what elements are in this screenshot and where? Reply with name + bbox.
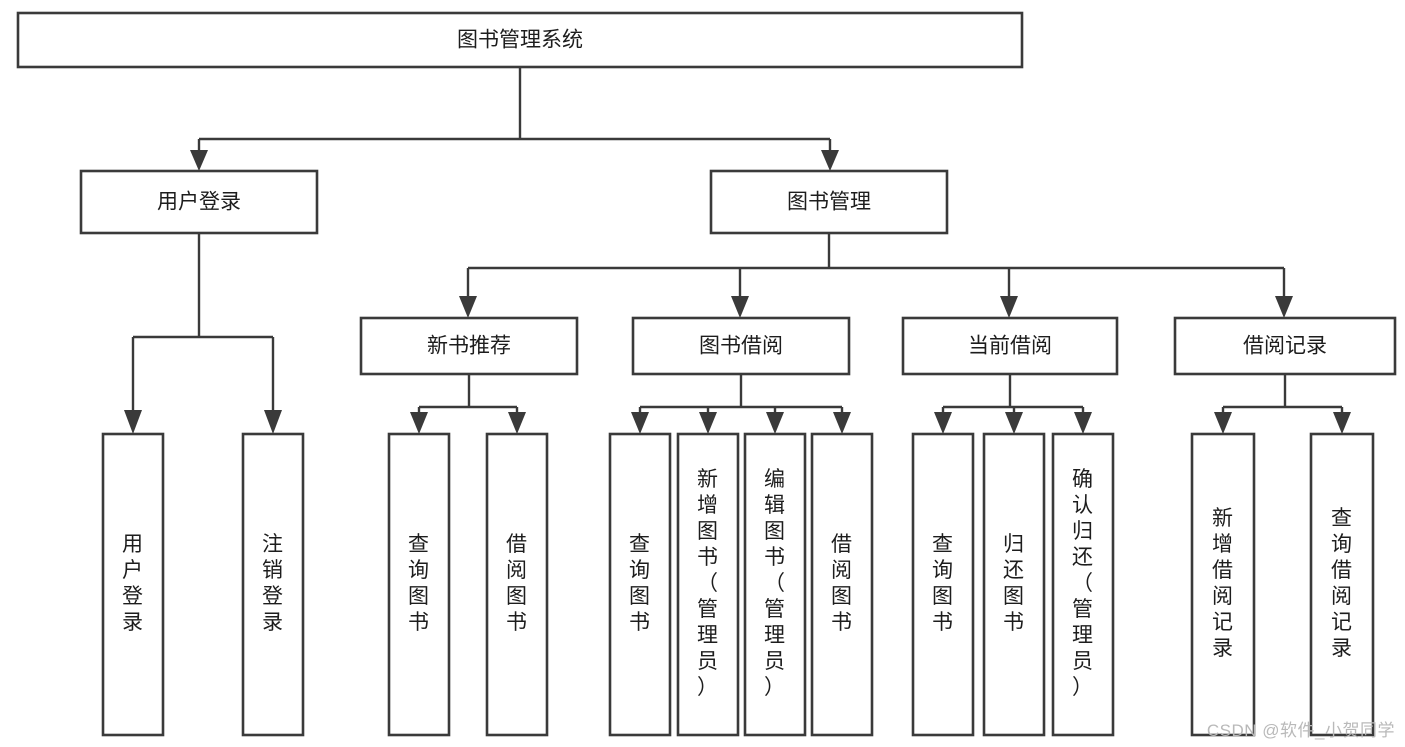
connector-currentborrow-to-leaves bbox=[934, 374, 1092, 434]
node-book-borrow-box[interactable] bbox=[631, 316, 851, 376]
connector-userlogin-to-leaves bbox=[124, 233, 282, 434]
node-leaf-current-return-book-box[interactable] bbox=[982, 432, 1046, 737]
arrowhead-leaf-current-confirm bbox=[1074, 412, 1092, 434]
arrowhead-recommend bbox=[459, 296, 477, 318]
node-book-management-label: 图书管理 bbox=[787, 191, 871, 214]
node-leaf-borrow-add-book-box[interactable] bbox=[676, 432, 740, 737]
connector-bookborrow-to-leaves bbox=[631, 374, 851, 434]
node-leaf-borrow-lend-book[interactable]: 借阅图书 bbox=[810, 432, 874, 737]
node-leaf-record-add[interactable]: 新增借阅记录 bbox=[1190, 432, 1256, 737]
node-leaf-user-login-box[interactable] bbox=[101, 432, 165, 737]
node-leaf-current-confirm-return-label: 确认归还（管理员） bbox=[1072, 468, 1094, 699]
arrowhead-leaf-borrow-edit bbox=[766, 412, 784, 434]
connector-borrowrecord-to-leaves bbox=[1214, 374, 1351, 434]
node-book-management-box[interactable] bbox=[709, 169, 949, 235]
node-current-borrow[interactable]: 当前借阅 bbox=[901, 316, 1119, 376]
node-leaf-current-return-book-label: 归还图书 bbox=[1003, 533, 1025, 634]
node-borrow-record-label: 借阅记录 bbox=[1243, 335, 1327, 358]
arrowhead-leaf-record-add bbox=[1214, 412, 1232, 434]
node-leaf-recommend-query-book-box[interactable] bbox=[387, 432, 451, 737]
node-leaf-record-query[interactable]: 查询借阅记录 bbox=[1309, 432, 1375, 737]
arrowhead-current-borrow bbox=[1000, 296, 1018, 318]
node-leaf-borrow-query-book-label: 查询图书 bbox=[629, 533, 651, 634]
node-leaf-current-query-book[interactable]: 查询图书 bbox=[911, 432, 975, 737]
node-user-login[interactable]: 用户登录 bbox=[79, 169, 319, 235]
node-leaf-current-query-book-box[interactable] bbox=[911, 432, 975, 737]
node-leaf-recommend-borrow-book[interactable]: 借阅图书 bbox=[485, 432, 549, 737]
node-user-login-box[interactable] bbox=[79, 169, 319, 235]
node-leaf-record-query-label: 查询借阅记录 bbox=[1331, 507, 1353, 660]
node-leaf-borrow-edit-book-box[interactable] bbox=[743, 432, 807, 737]
node-leaf-record-add-box[interactable] bbox=[1190, 432, 1256, 737]
arrowhead-leaf-borrow-lend bbox=[833, 412, 851, 434]
node-leaf-borrow-edit-book[interactable]: 编辑图书（管理员） bbox=[743, 432, 807, 737]
connector-recommend-to-leaves bbox=[410, 374, 526, 434]
arrowhead-leaf-user-logout bbox=[264, 410, 282, 434]
node-new-book-recommend-label: 新书推荐 bbox=[427, 335, 511, 358]
node-leaf-current-confirm-return-box[interactable] bbox=[1051, 432, 1115, 737]
node-leaf-record-query-box[interactable] bbox=[1309, 432, 1375, 737]
node-book-borrow[interactable]: 图书借阅 bbox=[631, 316, 851, 376]
leaf-node-layer: 用户登录 注销登录 查询图书 借阅图书 查询图书 新增图书（管理员） 编辑图书（管理员） 借阅… bbox=[101, 432, 1375, 737]
arrowhead-leaf-current-return bbox=[1005, 412, 1023, 434]
node-leaf-borrow-add-book-label: 新增图书（管理员） bbox=[697, 468, 719, 699]
node-book-management[interactable]: 图书管理 bbox=[709, 169, 949, 235]
node-leaf-current-return-book[interactable]: 归还图书 bbox=[982, 432, 1046, 737]
node-leaf-user-logout[interactable]: 注销登录 bbox=[241, 432, 305, 737]
arrowhead-leaf-borrow-query bbox=[631, 412, 649, 434]
node-root[interactable]: 图书管理系统 bbox=[16, 11, 1024, 69]
node-user-login-label: 用户登录 bbox=[157, 191, 241, 214]
arrowhead-leaf-current-query bbox=[934, 412, 952, 434]
csdn-watermark: CSDN @软件_小贺同学 bbox=[1206, 721, 1395, 740]
node-new-book-recommend-box[interactable] bbox=[359, 316, 579, 376]
node-leaf-recommend-borrow-book-box[interactable] bbox=[485, 432, 549, 737]
node-current-borrow-box[interactable] bbox=[901, 316, 1119, 376]
node-leaf-borrow-add-book[interactable]: 新增图书（管理员） bbox=[676, 432, 740, 737]
node-leaf-recommend-borrow-book-label: 借阅图书 bbox=[506, 533, 528, 634]
node-leaf-user-login-label: 用户登录 bbox=[122, 533, 144, 634]
node-current-borrow-label: 当前借阅 bbox=[968, 335, 1052, 358]
node-root-label: 图书管理系统 bbox=[457, 29, 583, 52]
node-leaf-current-query-book-label: 查询图书 bbox=[932, 533, 954, 634]
node-book-borrow-label: 图书借阅 bbox=[699, 335, 783, 358]
connector-bookmgmt-to-level3 bbox=[459, 233, 1293, 318]
node-leaf-borrow-query-book-box[interactable] bbox=[608, 432, 672, 737]
arrowhead-user-login bbox=[190, 150, 208, 171]
node-leaf-borrow-query-book[interactable]: 查询图书 bbox=[608, 432, 672, 737]
arrowhead-leaf-user-login bbox=[124, 410, 142, 434]
node-leaf-borrow-lend-book-label: 借阅图书 bbox=[831, 533, 853, 634]
arrowhead-leaf-borrow-add bbox=[699, 412, 717, 434]
arrowhead-leaf-recommend-query bbox=[410, 412, 428, 434]
node-leaf-recommend-query-book[interactable]: 查询图书 bbox=[387, 432, 451, 737]
connector-root-to-level2 bbox=[190, 67, 839, 171]
node-new-book-recommend[interactable]: 新书推荐 bbox=[359, 316, 579, 376]
node-leaf-record-add-label: 新增借阅记录 bbox=[1212, 507, 1234, 660]
arrowhead-book-management bbox=[821, 150, 839, 171]
node-leaf-user-logout-label: 注销登录 bbox=[262, 533, 284, 634]
node-leaf-user-login[interactable]: 用户登录 bbox=[101, 432, 165, 737]
node-leaf-current-confirm-return[interactable]: 确认归还（管理员） bbox=[1051, 432, 1115, 737]
node-leaf-recommend-query-book-label: 查询图书 bbox=[408, 533, 430, 634]
node-root-box[interactable] bbox=[16, 11, 1024, 69]
arrowhead-leaf-recommend-borrow bbox=[508, 412, 526, 434]
node-leaf-borrow-lend-book-box[interactable] bbox=[810, 432, 874, 737]
node-borrow-record-box[interactable] bbox=[1173, 316, 1397, 376]
arrowhead-book-borrow bbox=[731, 296, 749, 318]
arrowhead-leaf-record-query bbox=[1333, 412, 1351, 434]
node-leaf-borrow-edit-book-label: 编辑图书（管理员） bbox=[764, 468, 786, 699]
arrowhead-borrow-record bbox=[1275, 296, 1293, 318]
node-borrow-record[interactable]: 借阅记录 bbox=[1173, 316, 1397, 376]
node-leaf-user-logout-box[interactable] bbox=[241, 432, 305, 737]
